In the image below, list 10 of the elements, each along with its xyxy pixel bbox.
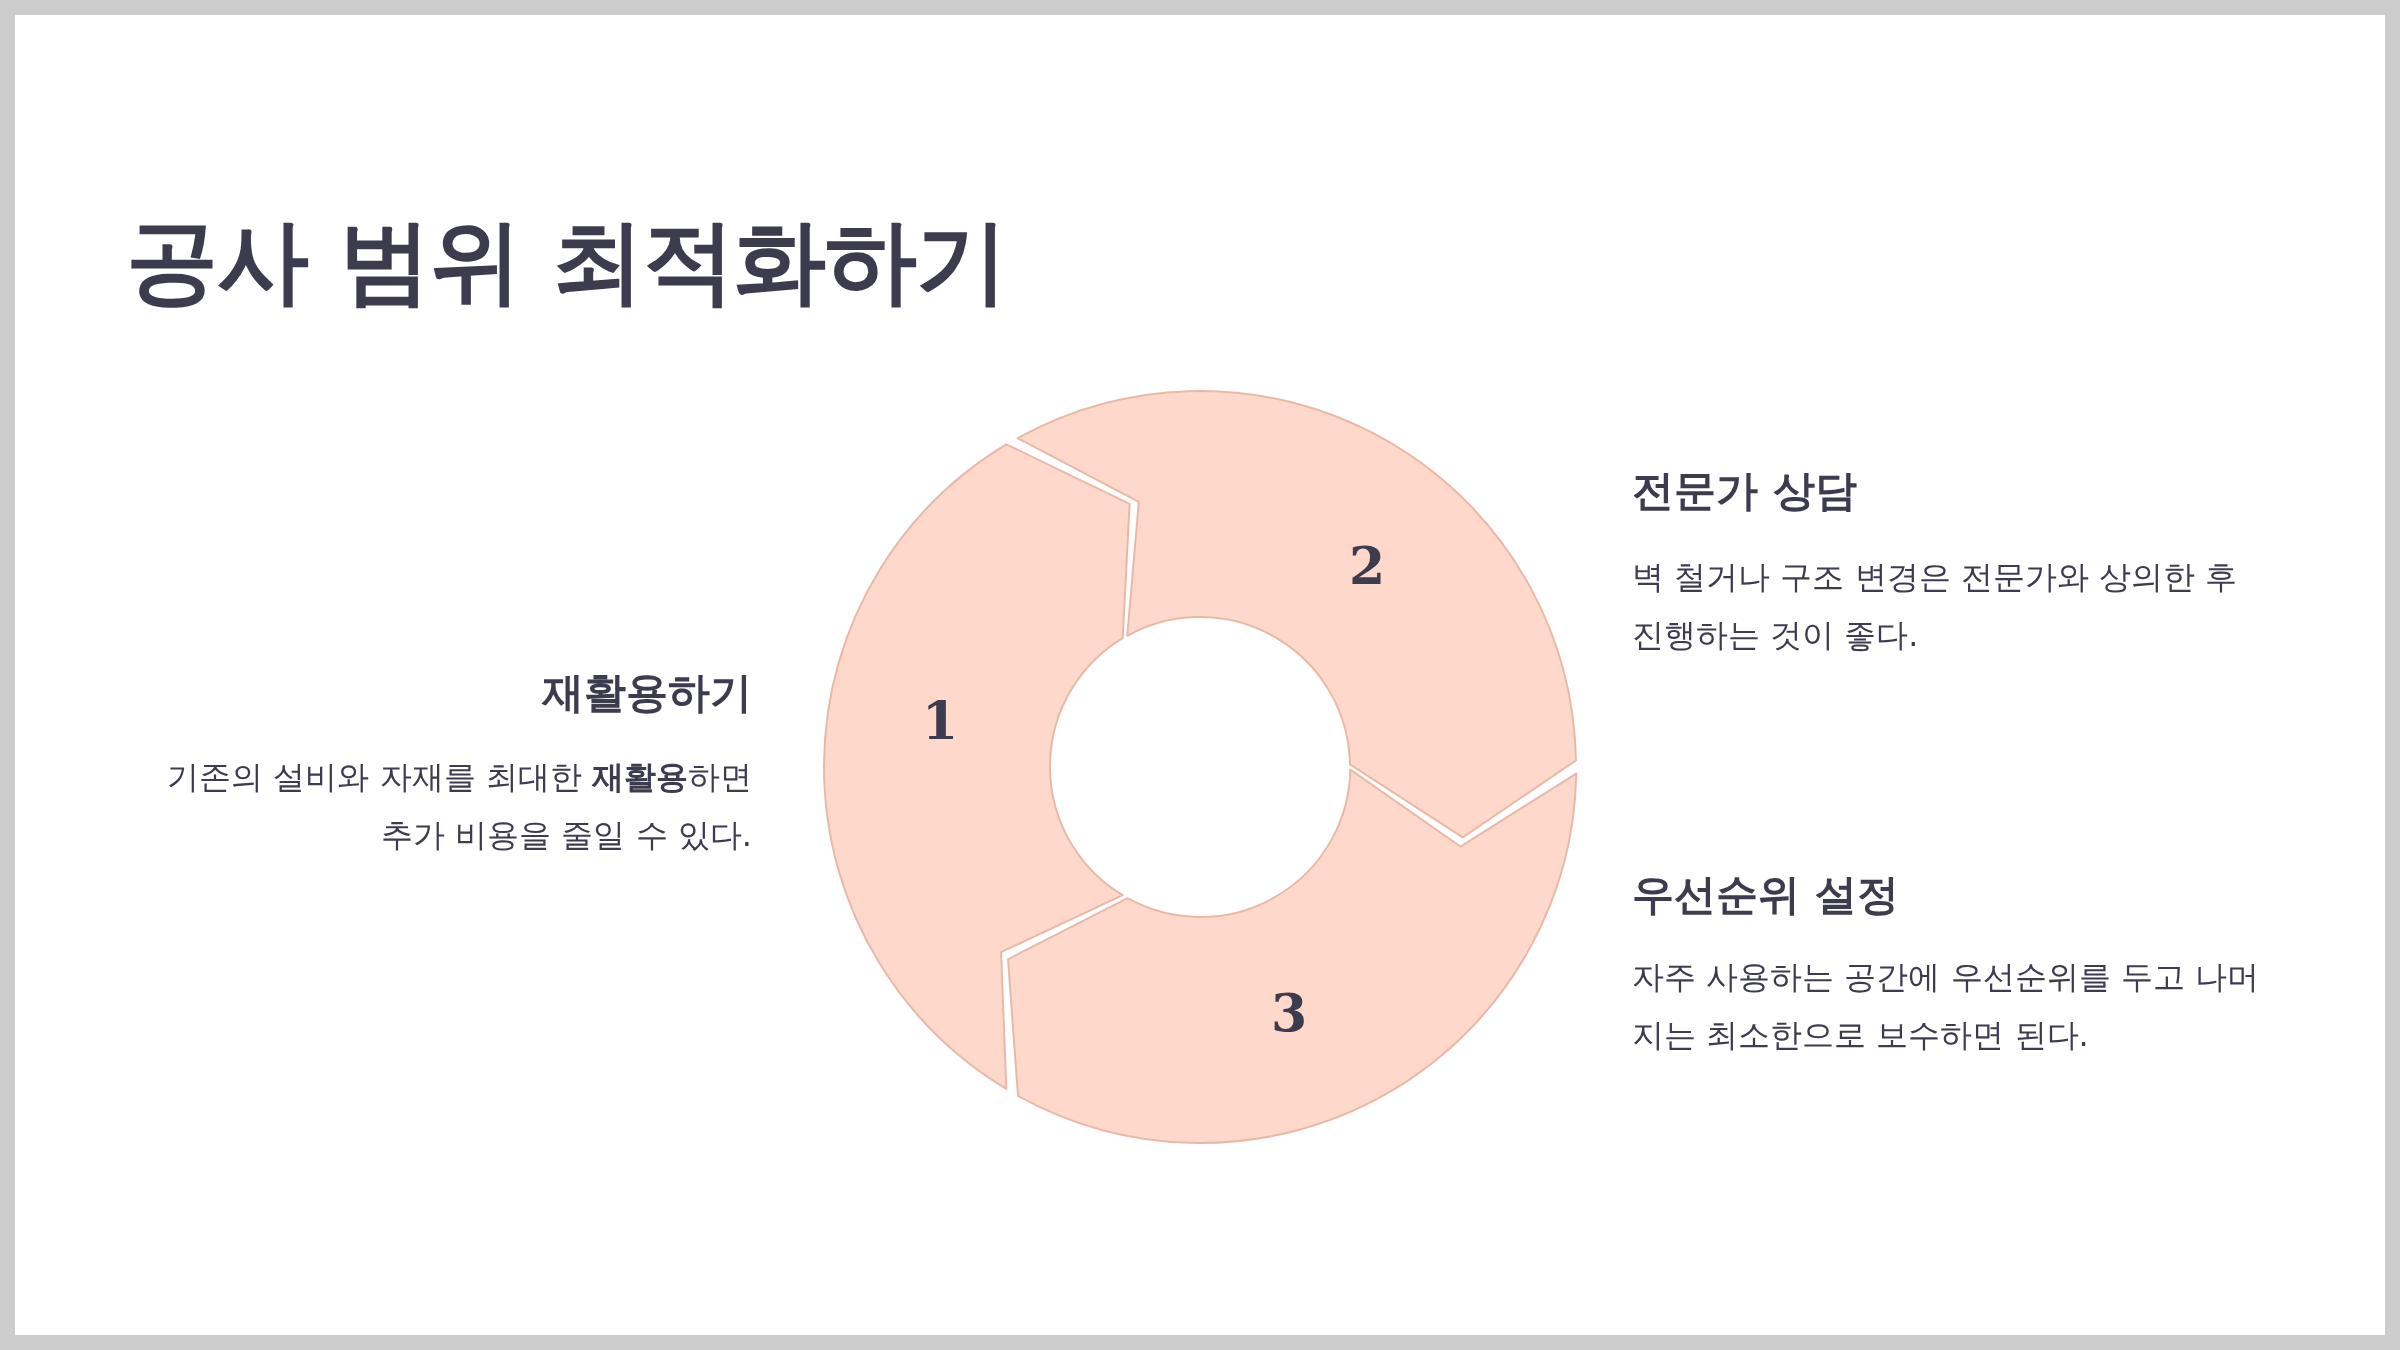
step-heading: 재활용하기 [542,668,752,719]
step-number: 2 [1348,540,1386,592]
step-number: 3 [1270,987,1308,1039]
step-description: 벽 철거나 구조 변경은 전문가와 상의한 후 진행하는 것이 좋다. [1632,557,2239,656]
step-description: 기존의 설비와 자재를 최대한 재활용하면 추가 비용을 줄일 수 있다. [166,757,752,856]
step-heading: 전문가 상담 [1632,466,1857,517]
step-heading: 우선순위 설정 [1632,870,1899,921]
step-description: 자주 사용하는 공간에 우선순위를 두고 나머지는 최소한으로 보수하면 된다. [1632,957,2260,1056]
title: 공사 범위 최적화하기 [126,207,1008,317]
step-number: 1 [921,695,959,747]
